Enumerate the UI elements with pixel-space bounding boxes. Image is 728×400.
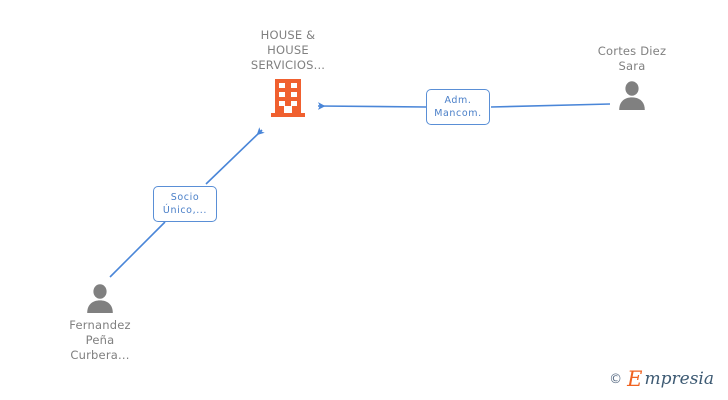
edge-socio-unico-segment-lower	[109, 221, 166, 278]
edge-label-adm-mancom[interactable]: Adm. Mancom.	[426, 89, 490, 125]
person-icon	[619, 81, 645, 110]
building-icon	[271, 79, 305, 117]
person-name-label: Fernandez Peña Curbera...	[69, 318, 131, 362]
edge-label-socio-unico[interactable]: Socio Único,...	[153, 186, 217, 222]
edge-socio-unico-segment-upper	[205, 127, 265, 185]
company-name-label: HOUSE & HOUSE SERVICIOS...	[250, 28, 326, 72]
company-node[interactable]: HOUSE & HOUSE SERVICIOS...	[225, 28, 351, 117]
brand-initial: E	[627, 367, 643, 391]
copyright-icon: ©	[609, 372, 623, 387]
brand-name: mpresia	[644, 369, 715, 389]
person-node-cortes-diez-sara[interactable]: Cortes Diez Sara	[567, 44, 697, 110]
person-name-label: Cortes Diez Sara	[597, 44, 667, 73]
empresia-watermark: © E mpresia	[609, 369, 714, 390]
person-node-fernandez-pena-curbera[interactable]: Fernandez Peña Curbera...	[35, 283, 165, 363]
person-icon	[87, 284, 113, 313]
